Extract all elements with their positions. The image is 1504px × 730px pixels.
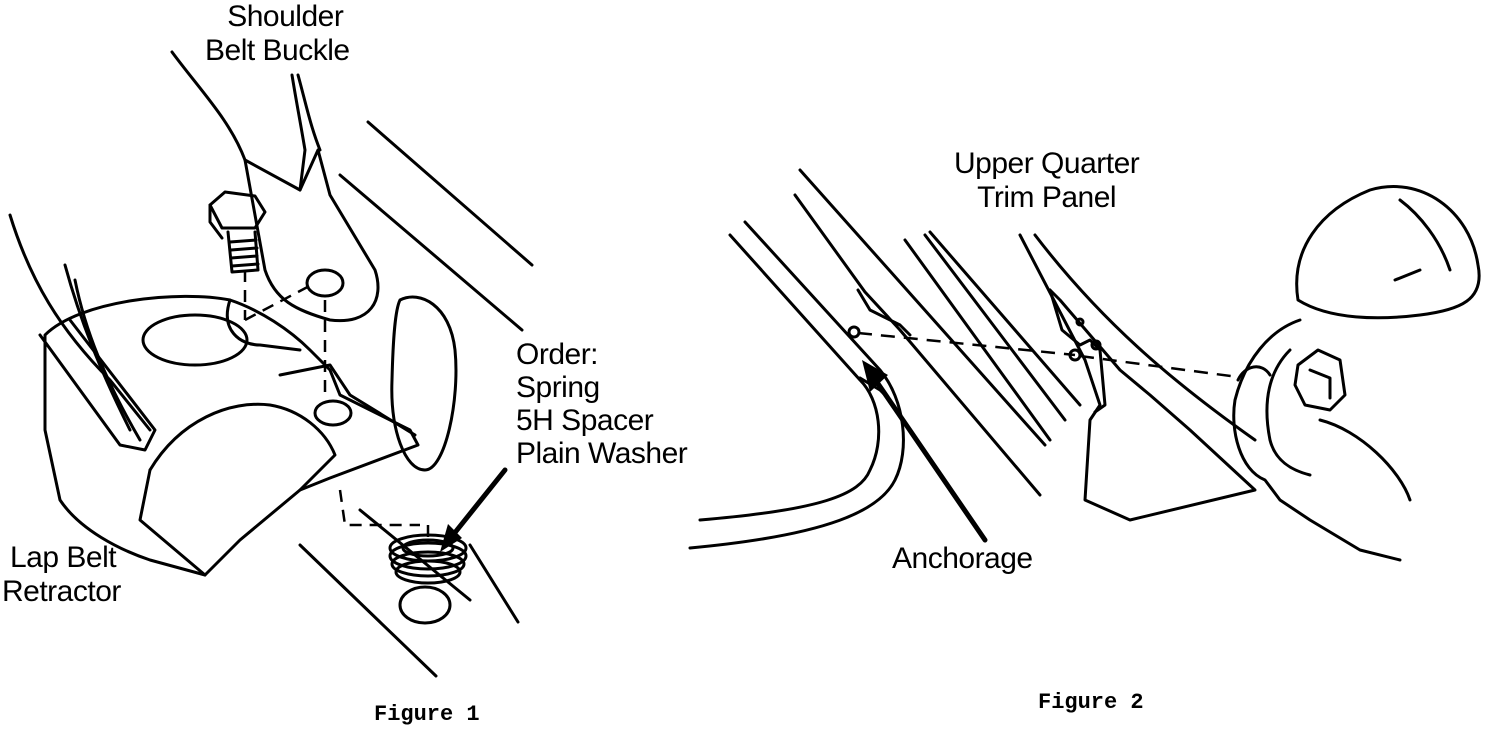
lap-belt <box>10 215 150 430</box>
label-shoulder-belt-buckle: Shoulder Belt Buckle <box>205 0 350 68</box>
lap-belt <box>75 280 140 440</box>
trim-hole <box>1092 341 1100 349</box>
order-arrowhead <box>440 524 462 552</box>
floor-line <box>368 122 532 265</box>
headrest <box>1297 187 1479 318</box>
pillar-line <box>905 240 1050 440</box>
retractor-slot <box>40 320 155 450</box>
pillar-line <box>795 195 1040 495</box>
headrest-detail <box>1400 200 1450 270</box>
buckle-plate <box>245 150 378 321</box>
plain-washer <box>400 587 450 623</box>
shoulder-belt-strap <box>298 75 320 150</box>
label-upper-quarter-trim-panel: Upper Quarter Trim Panel <box>954 147 1140 215</box>
caption-figure-2: Figure 2 <box>1038 690 1144 715</box>
seat-back <box>1320 420 1410 500</box>
label-line: Retractor <box>2 575 121 608</box>
pillar-line <box>800 170 1045 445</box>
label-order-stack: Order: Spring 5H Spacer Plain Washer <box>516 338 688 470</box>
anchor-point <box>849 327 859 337</box>
pillar-line <box>930 232 1080 405</box>
label-anchorage: Anchorage <box>892 542 1033 575</box>
assembly-dash <box>245 283 315 320</box>
anchor-bolt <box>1310 370 1330 398</box>
retractor-opening <box>143 315 247 365</box>
spring-coil <box>396 561 460 583</box>
trim-panel <box>1050 290 1105 412</box>
anchor-bolt <box>1295 350 1345 410</box>
disc-cap <box>392 297 456 470</box>
label-line: 5H Spacer <box>516 404 654 437</box>
label-line: Upper Quarter <box>954 147 1140 180</box>
label-line: Spring <box>516 371 600 404</box>
anchorage-arrow <box>870 372 985 540</box>
label-line: Shoulder <box>227 0 344 33</box>
retractor-plate <box>280 365 415 435</box>
assembly-dash <box>1080 356 1238 377</box>
anchorage-arrowhead <box>862 360 888 392</box>
headrest-detail <box>1395 270 1420 280</box>
caption-figure-1: Figure 1 <box>374 702 480 727</box>
anchor-hole <box>315 401 351 425</box>
label-line: Belt Buckle <box>205 34 350 67</box>
retractor-housing <box>140 470 205 575</box>
pillar-line <box>690 222 903 548</box>
retractor-housing <box>45 296 418 575</box>
floor-line <box>340 175 522 330</box>
floor-line <box>300 545 436 676</box>
trim-tab <box>858 290 910 335</box>
trim-panel <box>1020 235 1255 520</box>
spring-coil <box>392 552 464 576</box>
spring-coil <box>390 543 466 569</box>
floor-line <box>470 545 518 622</box>
bolt-head <box>210 192 265 228</box>
label-lap-belt-retractor: Lap Belt Retractor <box>2 541 121 609</box>
retractor-housing <box>227 300 300 350</box>
label-line: Lap Belt <box>10 541 117 574</box>
bolt-thread <box>230 240 258 266</box>
trim-hole <box>1077 319 1083 325</box>
seat-back <box>1267 350 1310 475</box>
assembly-dash <box>340 490 420 525</box>
pillar-line <box>700 235 879 520</box>
label-line: Trim Panel <box>977 181 1117 214</box>
buckle-hole <box>307 270 343 296</box>
trim-panel <box>1035 235 1255 440</box>
label-line: Plain Washer <box>516 437 688 470</box>
retractor-housing <box>150 404 335 490</box>
spacer <box>403 540 453 556</box>
bolt-head <box>210 205 222 238</box>
pillar-line <box>925 235 1065 420</box>
anchor-washer <box>1238 367 1270 380</box>
lap-belt <box>65 265 130 430</box>
seat-back <box>1234 320 1400 560</box>
label-line: Order: <box>516 338 599 371</box>
assembly-dash <box>858 333 1075 355</box>
